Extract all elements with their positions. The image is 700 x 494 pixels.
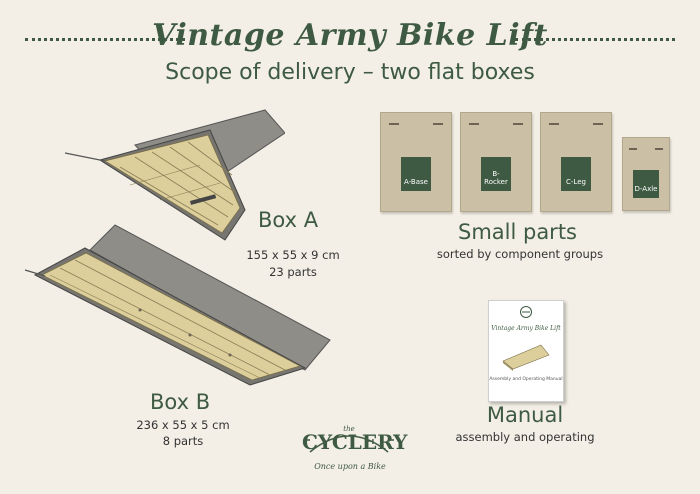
- brand-the: the: [343, 425, 355, 433]
- header-divider-right: [515, 38, 675, 41]
- brand-tagline: Once upon a Bike: [314, 462, 386, 471]
- manual-cover-title: Vintage Army Bike Lift: [491, 325, 561, 332]
- brand-name: CYCLERY: [302, 430, 408, 454]
- box-b-illustration: [24, 224, 331, 386]
- bag-label: A-Base: [404, 178, 428, 186]
- manual-cover-subtitle: Assembly and Operating Manual: [489, 377, 563, 382]
- box-b-name: Box B: [150, 390, 211, 414]
- bag-label: D-Axle: [634, 185, 658, 193]
- bag-a-base: A-Base: [380, 112, 452, 212]
- page-subtitle: Scope of delivery – two flat boxes: [165, 60, 535, 85]
- box-a-dimensions: 155 x 55 x 9 cm: [246, 248, 340, 262]
- manual-logo-icon: [520, 306, 532, 318]
- bag-label: B-Rocker: [484, 170, 508, 186]
- box-b-dimensions: 236 x 55 x 5 cm: [136, 418, 230, 432]
- bag-d-axle: D-Axle: [622, 137, 670, 211]
- small-parts-description: sorted by component groups: [436, 247, 604, 261]
- bag-b-rocker: B-Rocker: [460, 112, 532, 212]
- header-divider-left: [25, 38, 185, 41]
- manual-cover: Vintage Army Bike Lift Assembly and Oper…: [488, 300, 564, 402]
- bag-c-leg: C-Leg: [540, 112, 612, 212]
- box-a-illustration: [64, 109, 285, 241]
- bag-label: C-Leg: [566, 178, 586, 186]
- manual-description: assembly and operating: [455, 430, 595, 444]
- box-a-parts: 23 parts: [269, 265, 317, 279]
- box-a-name: Box A: [258, 208, 319, 232]
- brand-logo: [304, 435, 394, 453]
- small-parts-title: Small parts: [457, 220, 577, 244]
- page-title: Vintage Army Bike Lift: [152, 18, 548, 53]
- box-b-parts: 8 parts: [162, 434, 204, 448]
- manual-cover-illustration: [502, 344, 550, 371]
- brand-arc-icon: [309, 435, 389, 453]
- manual-title: Manual: [486, 403, 564, 427]
